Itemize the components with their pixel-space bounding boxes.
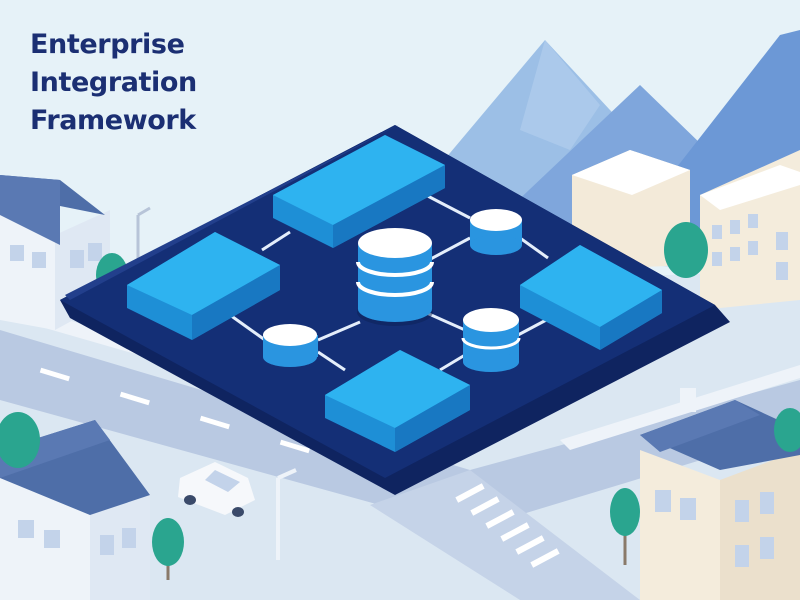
tree-icon: [664, 222, 708, 278]
tree-icon: [610, 488, 640, 536]
house-window: [44, 530, 60, 548]
house-window: [70, 250, 84, 268]
house-right-bottom: [610, 388, 800, 600]
house-window: [735, 500, 749, 522]
building-right-back: [572, 150, 800, 310]
title-line-2: Integration: [30, 67, 197, 98]
tree-icon: [774, 408, 800, 452]
chimney: [680, 388, 696, 412]
house-left-bottom: [0, 412, 184, 600]
connector-line: [261, 230, 291, 252]
house-window: [100, 535, 114, 555]
house-roof-front: [0, 175, 60, 245]
connector-line: [317, 320, 361, 342]
house-window: [735, 545, 749, 567]
title-line-3: Framework: [30, 105, 196, 136]
tree-icon: [0, 412, 40, 468]
page-title: Enterprise Integration Framework: [30, 26, 197, 140]
connector-line: [519, 236, 549, 260]
database-cylinder-icon: [470, 209, 522, 255]
connector-line: [424, 236, 471, 264]
house-window: [760, 537, 774, 559]
module-block-icon: [325, 350, 470, 452]
house-wall: [0, 210, 55, 330]
mountain-highlight: [520, 40, 600, 150]
title-line-1: Enterprise: [30, 29, 185, 60]
house-wall: [640, 450, 720, 600]
database-cylinder-icon: [461, 308, 521, 372]
lane-dash: [199, 415, 230, 430]
house-window: [760, 492, 774, 514]
car-icon: [178, 462, 255, 517]
connector-line: [439, 353, 466, 372]
platform-rim: [65, 124, 400, 300]
lane-dash: [279, 439, 310, 454]
house-wall-side: [90, 495, 150, 600]
house-window: [88, 243, 102, 261]
module-block-icon: [273, 135, 445, 248]
tree-icon: [152, 518, 184, 566]
street-lamp-icon: [276, 468, 297, 560]
database-cylinder-icon: [263, 324, 318, 367]
connector-line: [229, 313, 266, 342]
module-block-icon: [127, 232, 280, 340]
crosswalk: [455, 483, 560, 568]
house-roof: [640, 400, 800, 470]
module-block-icon: [520, 245, 662, 350]
building-tower-roof: [572, 150, 690, 195]
building-apartment-roof: [700, 165, 800, 210]
network-platform-icon: [60, 124, 730, 495]
house-window: [122, 528, 136, 548]
lane-dash: [119, 391, 150, 406]
apartment-windows: [712, 214, 788, 280]
road-main: [0, 330, 800, 530]
connector-line: [317, 350, 346, 372]
house-window: [18, 520, 34, 538]
house-window: [680, 498, 696, 520]
lane-dash: [39, 367, 70, 382]
database-cylinder-icon: [356, 228, 434, 326]
house-window: [10, 245, 24, 261]
house-window: [655, 490, 671, 512]
house-window: [32, 252, 46, 268]
